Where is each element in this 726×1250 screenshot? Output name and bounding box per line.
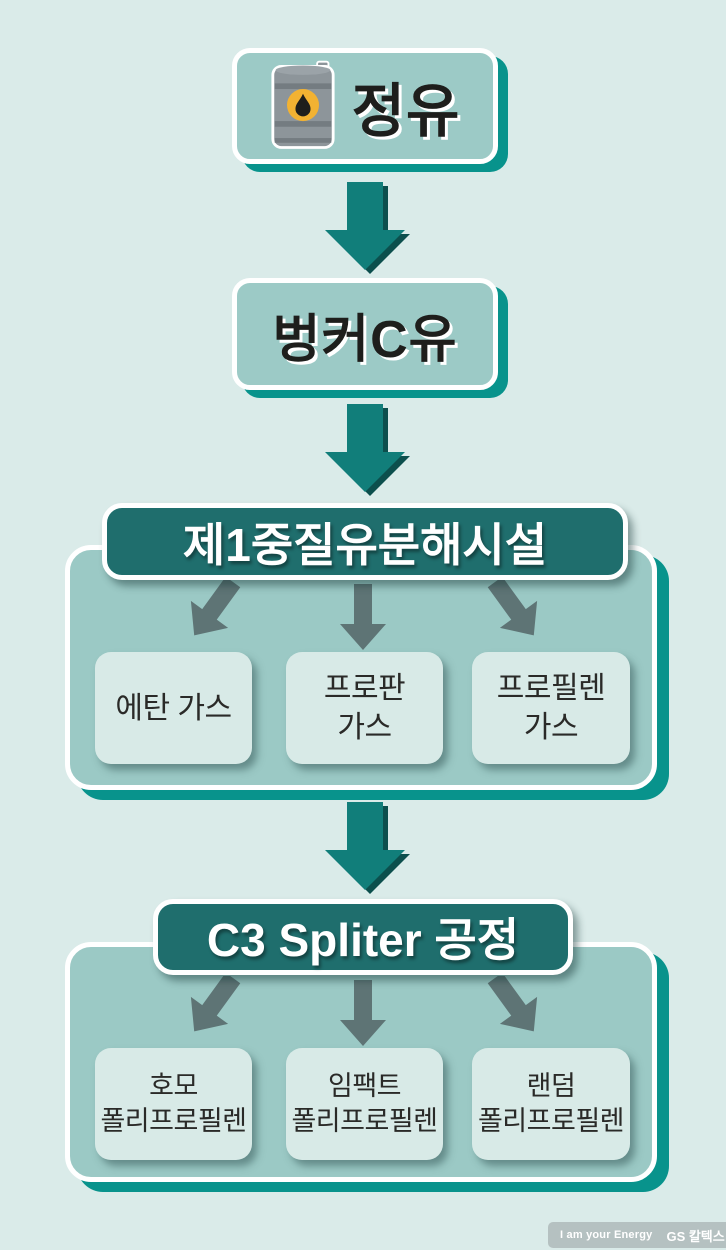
child-box-propane-gas: 프로판 가스	[286, 652, 443, 764]
node-refining: 정유	[232, 48, 498, 164]
child-box-label: 폴리프로필렌	[291, 1106, 438, 1136]
node-bunker-c-label: 벙커C유	[272, 310, 458, 369]
child-box-homo-polypropylene: 호모 폴리프로필렌	[95, 1048, 252, 1160]
down-arrow-icon	[325, 802, 410, 894]
child-box-random-polypropylene: 랜덤 폴리프로필렌	[472, 1048, 630, 1160]
child-box-label: 프로판	[323, 672, 406, 705]
branch-arrows-icon	[190, 580, 538, 650]
node-refining-label: 정유	[351, 79, 461, 144]
child-box-label: 가스	[523, 711, 579, 744]
section-c3-splitter-title: C3 Spliter 공정	[206, 914, 520, 966]
child-box-label: 임팩트	[327, 1070, 402, 1101]
section-heavy-oil-cracking-title: 제1중질유분해시설	[182, 518, 548, 571]
node-bunker-c: 벙커C유	[232, 278, 498, 390]
child-box-label: 폴리프로필렌	[477, 1106, 625, 1136]
child-box-impact-polypropylene: 임팩트 폴리프로필렌	[286, 1048, 443, 1160]
child-box-label: 호모	[149, 1070, 198, 1101]
footer-brand-bar: I am your Energy GS 칼텍스	[548, 1222, 726, 1248]
footer-brand-name: GS 칼텍스	[666, 1228, 725, 1244]
branch-arrows-icon	[190, 976, 538, 1046]
child-box-propylene-gas: 프로필렌 가스	[472, 652, 630, 764]
child-box-label: 프로필렌	[496, 672, 606, 705]
section-heavy-oil-cracking-header: 제1중질유분해시설	[102, 503, 628, 580]
child-box-label: 에탄 가스	[115, 691, 232, 725]
down-arrow-icon	[325, 182, 410, 274]
section-c3-splitter-header: C3 Spliter 공정	[153, 899, 573, 975]
down-arrow-icon	[325, 404, 410, 496]
child-box-label: 가스	[337, 711, 392, 744]
footer-slogan: I am your Energy	[560, 1229, 653, 1241]
child-box-ethane-gas: 에탄 가스	[95, 652, 252, 764]
child-box-label: 랜덤	[526, 1070, 576, 1101]
oil-barrel-icon	[271, 60, 335, 149]
child-box-label: 폴리프로필렌	[100, 1106, 247, 1136]
